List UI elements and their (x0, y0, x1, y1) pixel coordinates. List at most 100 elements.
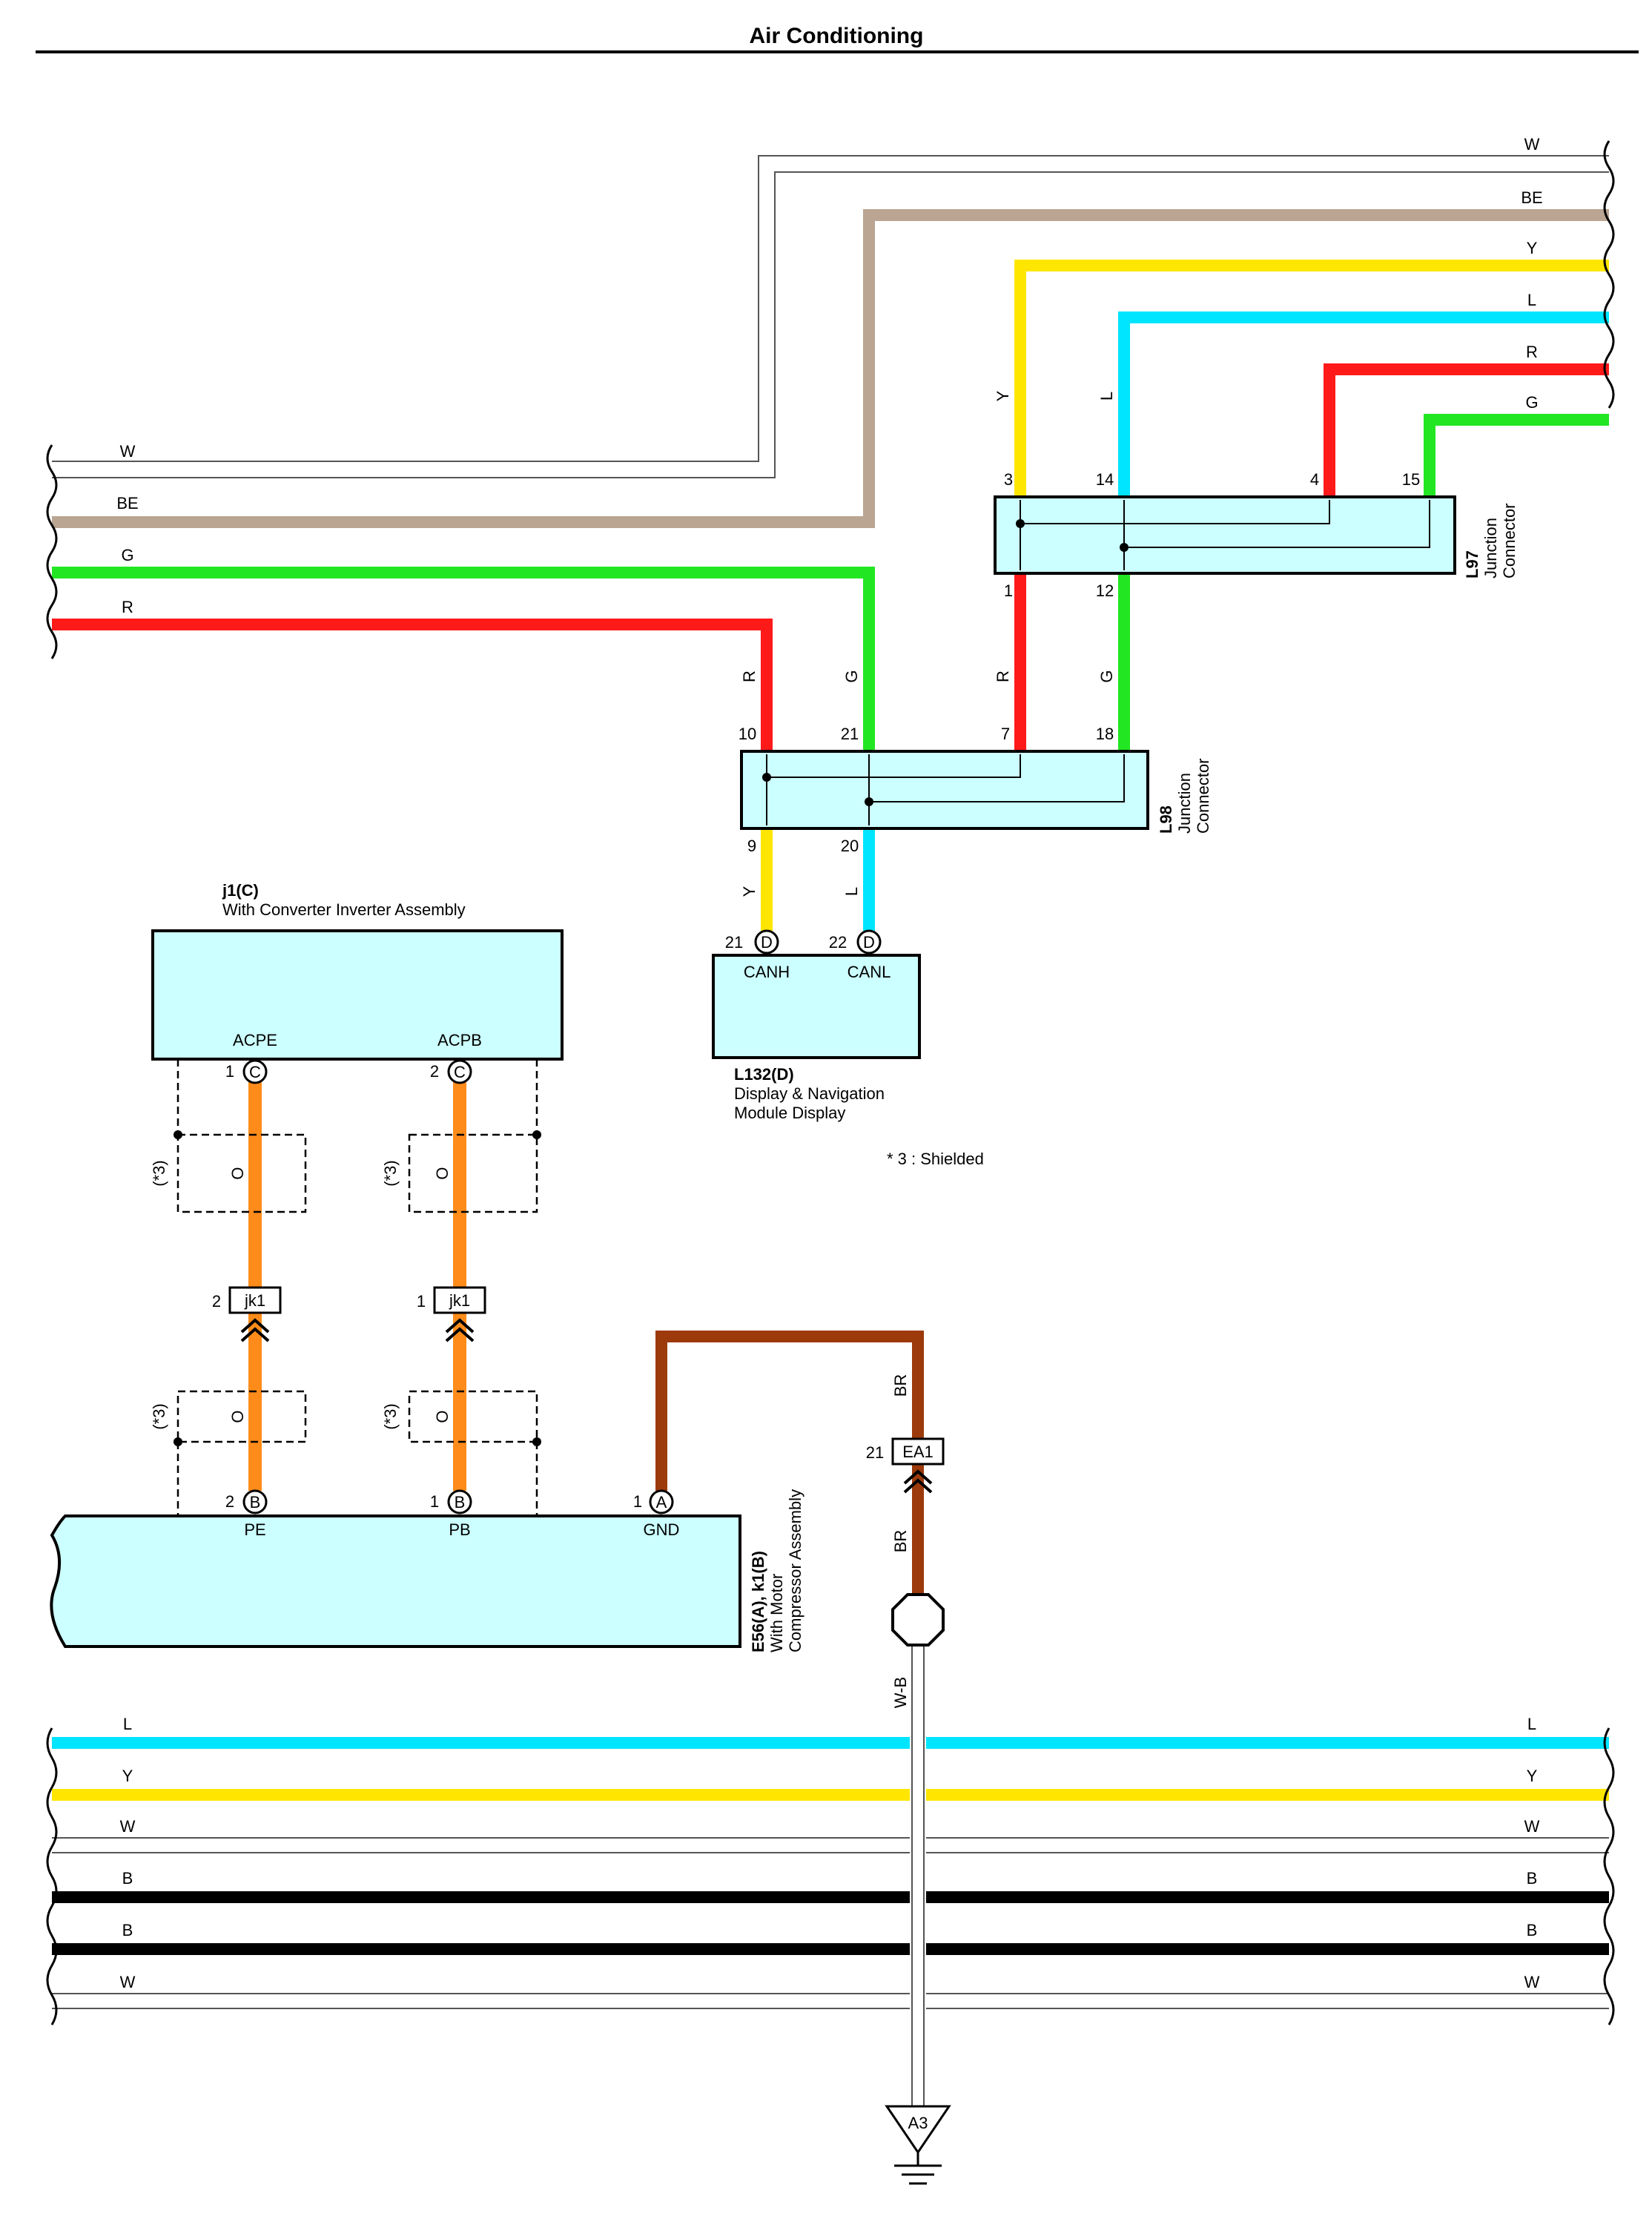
svg-text:jk1: jk1 (449, 1291, 470, 1310)
l98-code: L98 (1157, 805, 1175, 834)
label-wire-w-left: W (120, 442, 136, 461)
label-y-to-l132: Y (740, 886, 759, 897)
e56-name-1: With Motor (767, 1574, 786, 1652)
label-bottom-b2-left: B (122, 1921, 133, 1939)
e56-pin-pe: B (242, 1489, 268, 1514)
label-shield-2: (*3) (381, 1160, 400, 1186)
label-wire-be-left: BE (116, 494, 138, 512)
l97-pin-4: 4 (1310, 470, 1319, 489)
label-shield-3: (*3) (150, 1403, 168, 1429)
break-mark-right-top (1603, 140, 1615, 409)
wire-g-top (1424, 414, 1609, 497)
ground-a3-triangle (885, 2105, 951, 2155)
svg-text:C: C (249, 1063, 261, 1081)
wire-l-top (1118, 312, 1609, 497)
wire-wb (911, 1646, 925, 2106)
label-wb: W-B (891, 1677, 910, 1708)
l97-pin-14: 14 (1096, 470, 1114, 489)
svg-text:EA1: EA1 (902, 1443, 934, 1461)
label-wire-y-right: Y (1527, 239, 1538, 257)
label-bottom-b1-right: B (1527, 1869, 1538, 1888)
wire-w-top (52, 155, 1609, 478)
l132-name-1: Display & Navigation (734, 1084, 885, 1103)
break-mark-left-bottom (46, 1727, 58, 2025)
l132-pin-canl: D (856, 929, 882, 955)
l98-name-1: Junction (1175, 773, 1194, 834)
label-wire-l-right: L (1527, 291, 1536, 309)
ground-point-octagon (891, 1593, 945, 1646)
j1-pin-acpe: C (242, 1059, 268, 1084)
label-l-to-l132: L (842, 887, 861, 896)
e56-name-2: Compressor Assembly (786, 1489, 804, 1652)
j1-acpb-label: ACPB (437, 1031, 482, 1049)
label-bottom-w-left: W (120, 1817, 136, 1836)
l132-pin-canh: D (754, 929, 779, 955)
svg-text:D: D (761, 933, 773, 952)
label-shield-1: (*3) (150, 1160, 168, 1186)
l132-pin-21: 21 (725, 933, 743, 952)
label-o-acpe-lower: O (228, 1410, 247, 1423)
svg-text:D: D (863, 933, 875, 952)
j1-acpe-label: ACPE (233, 1031, 277, 1049)
l97-pin-12: 12 (1096, 581, 1114, 600)
label-o-acpe-upper: O (228, 1167, 247, 1179)
e56-pin-pb: B (447, 1489, 472, 1514)
jk1-connector-right: jk1 (433, 1286, 486, 1342)
break-mark-right-bottom (1603, 1727, 1615, 2025)
label-l-to-l97: L (1097, 392, 1116, 400)
label-bottom-y-left: Y (122, 1767, 133, 1785)
label-wire-w-right: W (1524, 135, 1540, 154)
label-bottom-b2-right: B (1527, 1921, 1538, 1939)
svg-text:jk1: jk1 (244, 1291, 265, 1310)
j1-pin-2: 2 (430, 1062, 439, 1081)
l132-name-2: Module Display (734, 1104, 845, 1122)
label-bottom-y-right: Y (1527, 1767, 1538, 1785)
shield-note: * 3 : Shielded (887, 1150, 984, 1168)
label-bottom-w-right: W (1524, 1817, 1540, 1836)
jk1-pin-2: 2 (212, 1292, 221, 1311)
label-bottom-l-left: L (123, 1715, 132, 1733)
label-wire-r-right: R (1526, 343, 1538, 361)
e56-box (50, 1514, 741, 1648)
shield-lower (176, 1390, 538, 1517)
l97-name-1: Junction (1481, 518, 1500, 578)
label-bottom-w2-left: W (120, 1973, 136, 1991)
break-mark-left-top (46, 444, 58, 659)
wire-y-top (1014, 260, 1609, 497)
wire-g-left (52, 567, 875, 751)
e56-pin-1-gnd: 1 (633, 1492, 642, 1511)
l97-name-2: Connector (1500, 503, 1519, 578)
label-bottom-b1-left: B (122, 1869, 133, 1888)
label-g-l98-left: G (842, 670, 861, 682)
svg-text:B: B (250, 1493, 261, 1512)
l97-pin-15: 15 (1402, 470, 1420, 489)
svg-text:C: C (454, 1063, 466, 1081)
jk1-pin-1: 1 (417, 1292, 426, 1311)
label-bottom-w2-right: W (1524, 1973, 1540, 1991)
wire-w-bottom-2 (52, 1993, 1609, 2009)
l97-code: L97 (1463, 550, 1481, 578)
l132-canh-label: CANH (744, 963, 790, 981)
l132-box (712, 954, 921, 1059)
l98-pin-9: 9 (747, 837, 756, 855)
label-o-acpb-lower: O (433, 1410, 452, 1423)
ea1-connector: EA1 (891, 1437, 945, 1494)
l132-pin-22: 22 (829, 933, 847, 952)
j1-pin-1: 1 (225, 1062, 234, 1081)
l98-pin-10: 10 (739, 725, 756, 743)
l98-junction-connector (740, 750, 1149, 830)
label-r-l98-left: R (740, 670, 759, 682)
l98-pin-20: 20 (841, 837, 859, 855)
l98-pin-21: 21 (841, 725, 859, 743)
l132-canl-label: CANL (848, 963, 891, 981)
e56-gnd-label: GND (644, 1520, 680, 1539)
shield-lower-dot-right (532, 1437, 541, 1446)
l97-pin-1: 1 (1004, 581, 1013, 600)
label-shield-4: (*3) (381, 1403, 400, 1429)
label-g-l97-l98: G (1097, 670, 1116, 682)
label-o-acpb-upper: O (433, 1167, 452, 1179)
svg-text:A: A (656, 1493, 667, 1512)
shield-upper-dot-left (174, 1130, 182, 1139)
e56-pb-label: PB (449, 1520, 470, 1539)
